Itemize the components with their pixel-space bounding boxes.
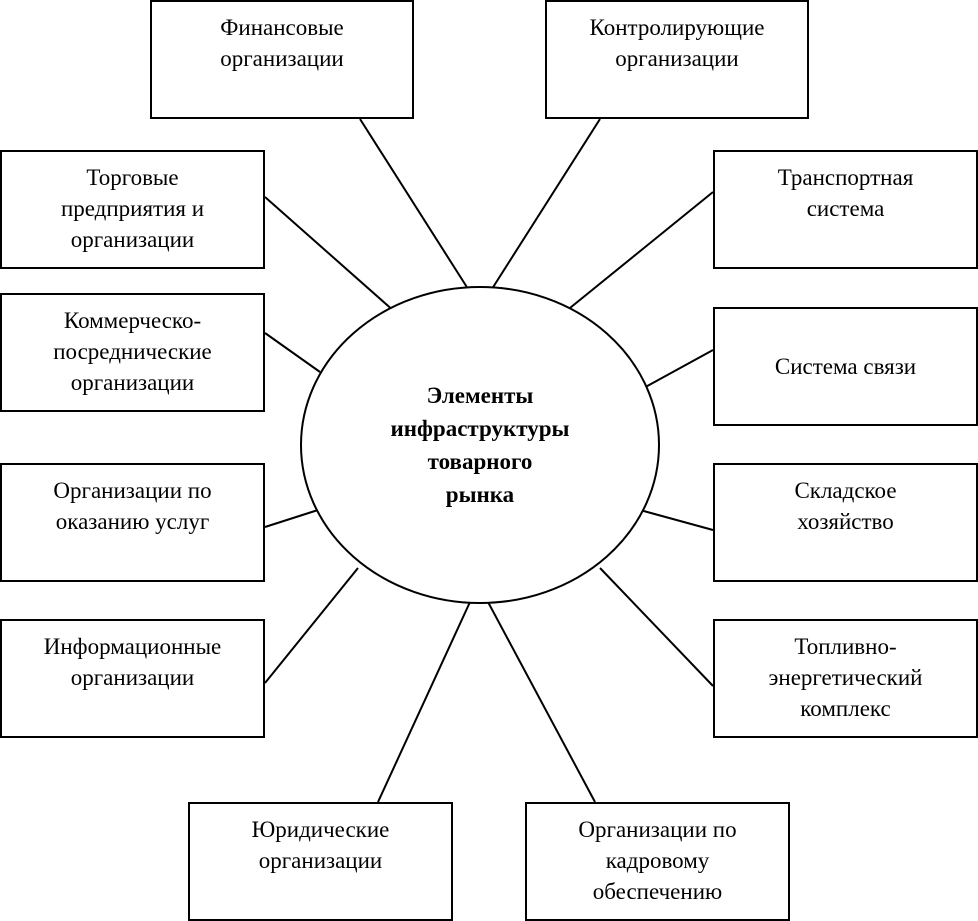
connector-commercial	[264, 332, 321, 373]
center-label: Элементы инфраструктуры товарного рынка	[390, 383, 570, 507]
box-communication-system: Система связи	[713, 307, 978, 426]
box-information-organizations: Информационные организации	[0, 619, 265, 738]
connector-financial	[359, 118, 471, 293]
box-fuel-energy-complex: Топливно- энергетический комплекс	[713, 619, 978, 738]
box-financial-organizations: Финансовые организации	[150, 0, 414, 119]
box-trade-enterprises: Торговые предприятия и организации	[0, 150, 265, 269]
box-controlling-organizations: Контролирующие организации	[545, 0, 809, 119]
connector-warehouse	[639, 509, 714, 531]
connector-controlling	[489, 118, 601, 293]
box-legal-organizations: Юридические организации	[188, 802, 453, 921]
box-commercial-intermediaries: Коммерческо- посреднические организации	[0, 293, 265, 412]
connector-legal	[377, 601, 471, 803]
box-service-organizations: Организации по оказанию услуг	[0, 463, 265, 582]
box-personnel-organizations: Организации по кадровому обеспечению	[525, 802, 790, 921]
connector-services	[264, 509, 319, 528]
connector-fuel-energy	[599, 567, 714, 687]
connector-personnel	[487, 601, 596, 803]
connector-information	[264, 567, 359, 684]
box-transport-system: Транспортная система	[713, 150, 978, 269]
connector-trade	[264, 196, 396, 313]
box-warehouse-economy: Складское хозяйство	[713, 463, 978, 582]
connector-communication	[639, 349, 714, 391]
connector-transport	[564, 191, 714, 313]
center-ellipse	[300, 286, 660, 604]
